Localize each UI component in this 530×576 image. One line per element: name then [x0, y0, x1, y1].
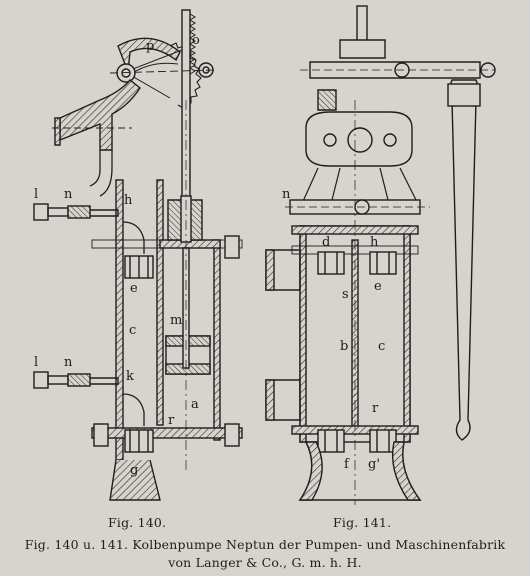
label-n-lower: n [64, 355, 73, 370]
label-b: b [340, 339, 348, 354]
label-k: k [126, 369, 134, 384]
quadrant-gear [117, 37, 181, 73]
label-a: a [191, 397, 199, 412]
label-n-141: n [282, 187, 291, 202]
pump-body-right-wall [213, 239, 221, 441]
valve-h [369, 251, 397, 275]
head-housing [59, 79, 141, 151]
label-c-141: c [378, 339, 385, 354]
label-e-141: e [374, 279, 382, 294]
label-f: f [344, 457, 350, 472]
label-c: c [129, 323, 136, 338]
label-p: p [146, 39, 154, 54]
label-r-141: r [372, 401, 379, 416]
fig140-part-labels: p o l n h e c m a l n k r g [34, 33, 200, 478]
fig140-label: Fig. 140. [108, 515, 167, 530]
pump-body-mid-wall [156, 179, 164, 426]
fig141-part-labels: n d h s e b c r f g' [282, 187, 385, 472]
valve-d [317, 251, 345, 275]
label-s: s [342, 287, 349, 302]
caption-line-1: Fig. 140 u. 141. Kolbenpumpe Neptun der … [24, 537, 506, 552]
label-m: m [170, 313, 182, 328]
caption-line-2: von Langer & Co., G. m. h. H. [168, 555, 362, 570]
label-h: h [124, 193, 133, 208]
label-g-prime: g' [368, 457, 380, 472]
label-h-141: h [370, 235, 379, 250]
label-o: o [192, 33, 200, 48]
label-e: e [130, 281, 138, 296]
nut-n-lower [67, 373, 91, 387]
pump-handle [449, 79, 479, 441]
nut-n-upper [67, 205, 91, 219]
bolt-l-lower [33, 371, 49, 389]
valve-f [317, 429, 345, 453]
fig141-label: Fig. 141. [333, 515, 392, 530]
valve-g-prime [369, 429, 397, 453]
fig140-drawing [33, 9, 243, 501]
label-g: g [130, 463, 138, 478]
pump-body-left-wall [115, 179, 124, 461]
label-n-upper: n [64, 187, 73, 202]
label-r: r [168, 413, 175, 428]
label-l-upper: l [34, 187, 38, 202]
upper-yoke [305, 111, 413, 167]
bolt-l-upper [33, 203, 49, 221]
fig141-drawing [265, 5, 496, 505]
label-d: d [322, 235, 330, 250]
label-l-lower: l [34, 355, 38, 370]
